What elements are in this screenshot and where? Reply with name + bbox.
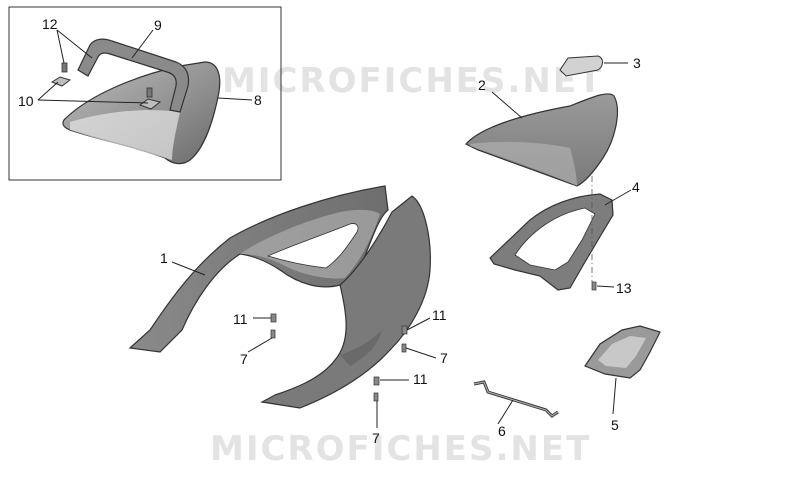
callout-11-c: 11	[413, 371, 428, 387]
plate-part-10-b	[138, 98, 162, 110]
callout-12: 12	[42, 16, 58, 32]
callout-3: 3	[633, 55, 641, 71]
callout-2: 2	[478, 77, 486, 93]
screw-part-12-b	[146, 87, 153, 98]
callout-7-b: 7	[440, 350, 448, 366]
callout-4: 4	[632, 179, 640, 195]
watermark-bottom: MICROFICHES.NET	[210, 429, 591, 469]
callout-7-c: 7	[372, 430, 380, 446]
callout-7-a: 7	[240, 351, 248, 367]
cap-part-3	[559, 55, 603, 77]
callout-11-a: 11	[233, 311, 248, 327]
callout-10: 10	[18, 93, 34, 109]
tray-part-5	[584, 325, 661, 379]
callout-8: 8	[254, 92, 262, 108]
grab-handle-part-9	[77, 38, 190, 113]
callout-11-b: 11	[432, 307, 447, 323]
screw-part-13	[591, 281, 597, 291]
bolt-part-11-a	[270, 313, 277, 323]
screw-part-7-c	[373, 392, 379, 402]
passenger-seat-part-8	[62, 61, 221, 165]
screw-part-7-b	[401, 343, 407, 353]
bolt-part-11-b	[401, 325, 408, 335]
screw-part-7-a	[270, 329, 276, 339]
tail-cover-part-1	[128, 185, 431, 409]
inset-frame	[8, 6, 282, 181]
screw-part-12-a	[61, 62, 68, 73]
callout-6: 6	[498, 423, 506, 439]
callout-13: 13	[616, 280, 632, 296]
leader-lines	[37, 29, 632, 428]
callout-5: 5	[611, 417, 619, 433]
callout-1: 1	[160, 250, 168, 266]
seat-cover-part-2	[465, 93, 618, 187]
wire-rod-part-6	[473, 380, 559, 418]
callout-labels: 12 9 10 8 3 2 4 13 1 11 7 11 7 11 7 6 5	[18, 16, 641, 446]
frame-bracket-part-4	[489, 193, 614, 291]
callout-9: 9	[154, 17, 162, 33]
bolt-part-11-c	[373, 376, 380, 386]
watermark-top: MICROFICHES.NET	[222, 61, 603, 101]
